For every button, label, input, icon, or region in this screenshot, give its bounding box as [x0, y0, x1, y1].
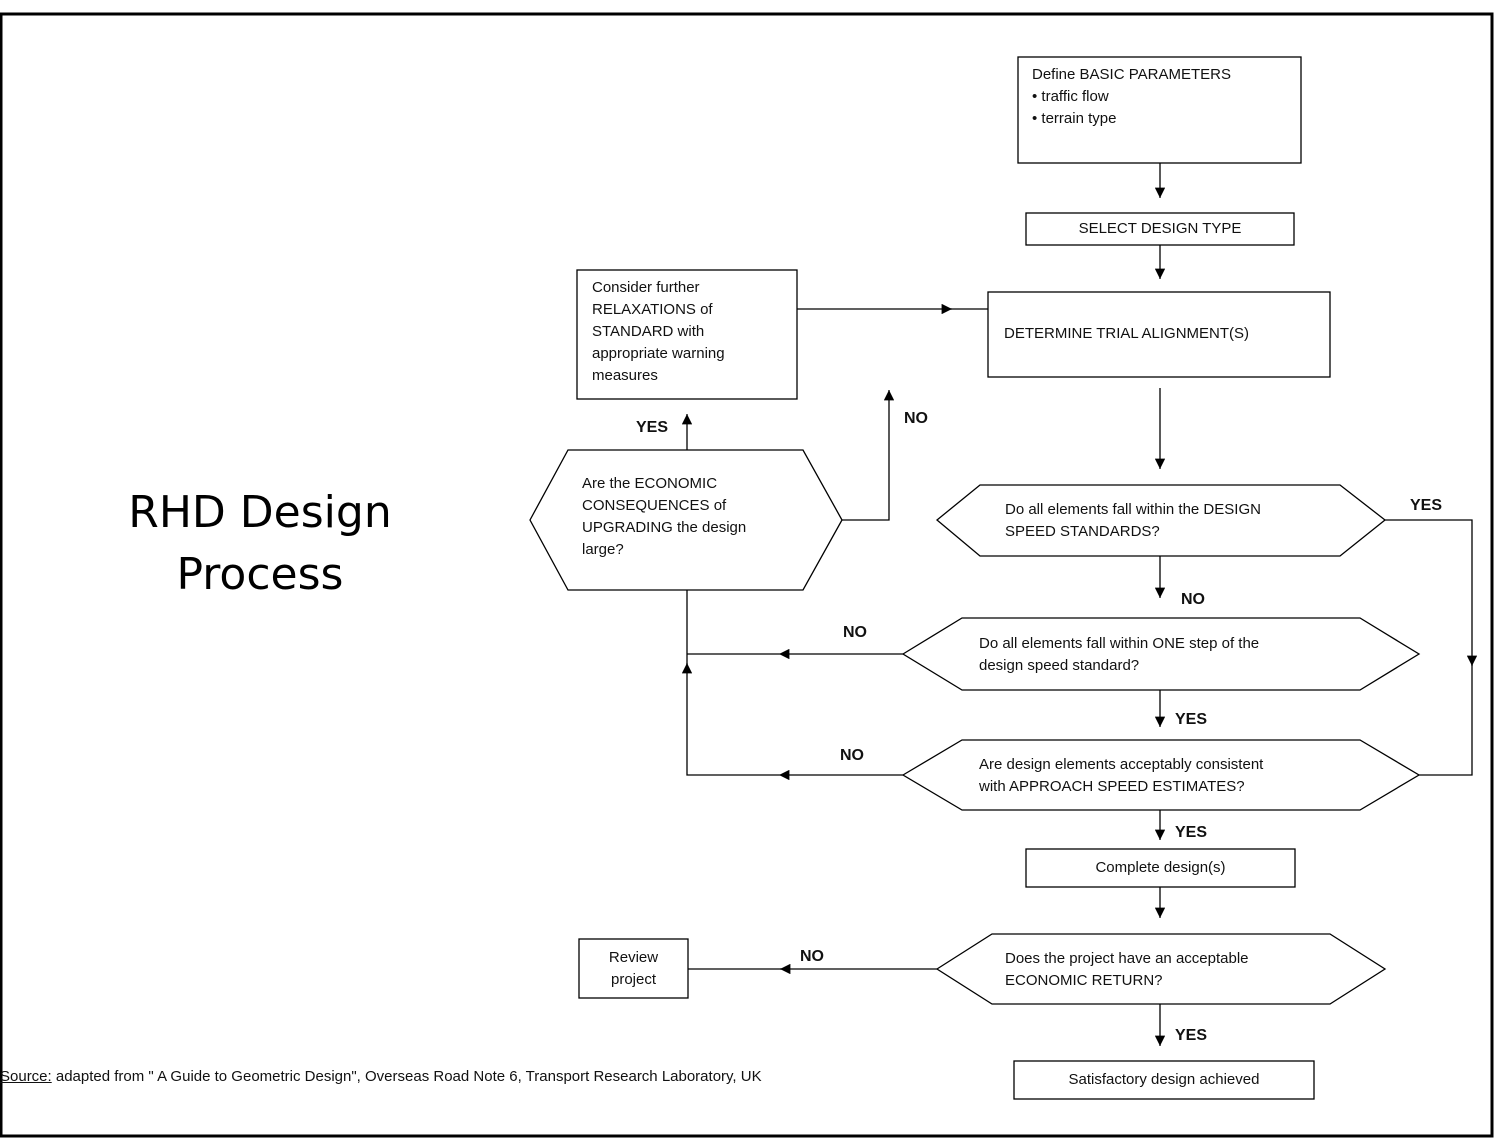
slide-title-line-1: RHD Design — [128, 487, 392, 538]
box-satisfactory-design-text: Satisfactory design achieved — [1068, 1071, 1260, 1088]
hex-one-step-text: Do all elements fall within ONE step of … — [979, 633, 1259, 677]
arrow-up-to-economic — [681, 663, 779, 776]
relax-line-5: measures — [592, 367, 658, 384]
econ-line-4: large? — [582, 541, 624, 558]
define-parameters-item-traffic: • traffic flow — [1032, 88, 1109, 105]
source-text: adapted from " A Guide to Geometric Desi… — [51, 1068, 762, 1085]
box-satisfactory-design — [1013, 1060, 1315, 1100]
onestep-line-1: Do all elements fall within ONE step of … — [979, 635, 1260, 652]
label-no-onestep: NO — [843, 624, 867, 641]
hex-economic-consequences-text: Are the ECONOMIC CONSEQUENCES of UPGRADI… — [582, 473, 746, 561]
label-no-approach: NO — [840, 747, 864, 764]
hex-approach-speed-text: Are design elements acceptably consisten… — [979, 754, 1263, 798]
econ-line-2: CONSEQUENCES of — [582, 497, 727, 514]
box-consider-relaxations — [576, 269, 798, 400]
relax-line-1: Consider further — [592, 279, 700, 296]
define-parameters-heading: Define BASIC PARAMETERS — [1032, 66, 1231, 83]
label-yes-onestep: YES — [1175, 711, 1208, 728]
hex-economic-return-text: Does the project have an acceptable ECON… — [1005, 948, 1249, 992]
box-select-design-type-text: SELECT DESIGN TYPE — [1078, 220, 1242, 237]
hex-one-step — [901, 617, 1421, 691]
approach-line-2: with APPROACH SPEED ESTIMATES? — [979, 778, 1245, 795]
hex-design-speed-standards-text: Do all elements fall within the DESIGN S… — [1005, 499, 1261, 543]
return-line-2: ECONOMIC RETURN? — [1005, 972, 1163, 989]
label-yes-approach: YES — [1175, 824, 1208, 841]
speed-line-2: SPEED STANDARDS? — [1005, 523, 1160, 540]
box-select-design-type — [1025, 212, 1295, 246]
slide-border — [0, 12, 1494, 1138]
box-define-parameters — [1017, 56, 1302, 164]
relax-line-4: appropriate warning — [592, 345, 725, 362]
define-parameters-item-terrain: • terrain type — [1032, 110, 1117, 127]
label-yes-return: YES — [1175, 1027, 1208, 1044]
relax-line-3: STANDARD with — [592, 323, 705, 340]
review-line-2: project — [610, 971, 657, 988]
slide-title: RHD Design Process — [100, 482, 420, 606]
hex-economic-return — [935, 933, 1387, 1005]
label-no-economic: NO — [904, 410, 928, 427]
relax-line-2: RELAXATIONS of — [592, 301, 713, 318]
arrow-speed-yes — [1385, 519, 1478, 666]
arrow-economic-no — [842, 390, 895, 521]
line-approach-right — [1419, 660, 1473, 776]
box-review-project-text: Review project — [579, 947, 688, 991]
box-complete-design-text: Complete design(s) — [1095, 859, 1226, 876]
speed-line-1: Do all elements fall within the DESIGN — [1005, 501, 1261, 518]
onestep-line-2: design speed standard? — [979, 657, 1140, 674]
source-prefix: Source: — [0, 1068, 52, 1085]
return-line-1: Does the project have an acceptable — [1005, 950, 1249, 967]
label-yes-speed: YES — [1410, 497, 1443, 514]
econ-line-3: UPGRADING the design — [582, 519, 747, 536]
label-yes-economic: YES — [636, 419, 669, 436]
box-review-project — [578, 938, 689, 999]
review-line-1: Review — [608, 949, 659, 966]
box-determine-alignment — [987, 291, 1331, 378]
box-determine-alignment-text: DETERMINE TRIAL ALIGNMENT(S) — [1004, 325, 1250, 342]
box-consider-relaxations-text: Consider further RELAXATIONS of STANDARD… — [592, 277, 725, 387]
box-define-parameters-text: Define BASIC PARAMETERS • traffic flow •… — [1032, 64, 1231, 130]
label-no-speed: NO — [1181, 591, 1205, 608]
approach-line-1: Are design elements acceptably consisten… — [979, 756, 1264, 773]
slide-title-line-2: Process — [176, 549, 344, 600]
econ-line-1: Are the ECONOMIC — [582, 475, 718, 492]
source-citation: Source: adapted from " A Guide to Geomet… — [0, 1068, 762, 1085]
label-no-return: NO — [800, 948, 824, 965]
